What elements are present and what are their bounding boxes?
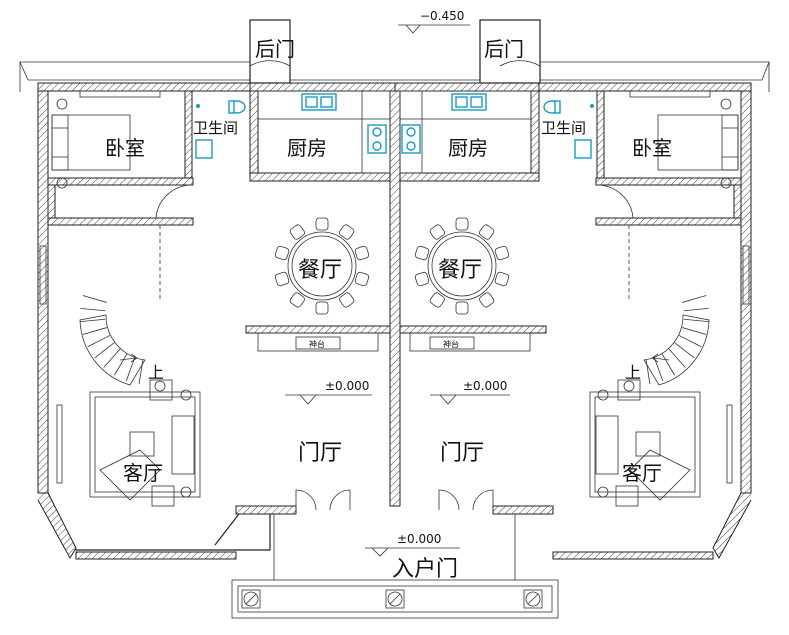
bedroom-right-label: 卧室: [632, 136, 672, 160]
level-right: ±0.000: [463, 379, 507, 393]
dining-chair: [274, 245, 290, 261]
dining-chair: [429, 224, 445, 240]
roof-outline: [19, 61, 770, 92]
dining-chair: [339, 292, 355, 308]
dining-chair: [339, 224, 355, 240]
back-door-right-label: 后门: [484, 37, 524, 61]
back-door-frames: [249, 19, 541, 84]
shrine-left: 神台: [257, 332, 379, 352]
column-right: [523, 589, 543, 609]
dining-chair: [429, 292, 445, 308]
stair-left: 上: [79, 225, 164, 386]
level-top: −0.450: [420, 9, 464, 23]
stair-left-up: 上: [148, 363, 164, 382]
dining-chair: [455, 217, 469, 231]
living-left-label: 客厅: [123, 461, 163, 485]
stair-right-up: 上: [625, 363, 641, 382]
dining-table-left: [274, 217, 370, 315]
dining-chair: [455, 301, 469, 315]
dining-chair: [289, 292, 305, 308]
dining-chair: [289, 224, 305, 240]
dining-table-right: [414, 217, 510, 315]
entry-doors[interactable]: [295, 489, 494, 511]
dining-chair: [494, 271, 510, 287]
foyer-left-label: 门厅: [298, 441, 342, 466]
dining-chair: [354, 245, 370, 261]
entry-door-label: 入户门: [392, 557, 458, 582]
back-door-left-label: 后门: [255, 37, 295, 61]
bedroom-right: 卧室: [629, 90, 739, 189]
dining-chair: [274, 271, 290, 287]
kitchen-left-label: 厨房: [287, 136, 327, 160]
dining-chair: [479, 292, 495, 308]
interior-walls: [47, 90, 742, 507]
exterior-walls: [37, 82, 752, 580]
shrine-left-label: 神台: [309, 339, 325, 349]
dining-right-label: 餐厅: [438, 258, 482, 283]
kitchen-right-label: 厨房: [448, 136, 488, 160]
bedroom-left: 卧室: [51, 90, 161, 189]
level-entry: ±0.000: [397, 532, 441, 546]
shrine-right: 神台: [409, 332, 531, 352]
dining-chair: [354, 271, 370, 287]
bathroom-left-label: 卫生间: [193, 119, 238, 137]
level-marker-top: −0.450: [398, 9, 470, 34]
dining-chair: [494, 245, 510, 261]
column-left: [241, 589, 261, 609]
level-left: ±0.000: [325, 379, 369, 393]
dining-chair: [414, 245, 430, 261]
kitchen-right: 厨房: [399, 90, 532, 174]
bathroom-right: 卫生间: [541, 100, 634, 219]
level-marker-right: ±0.000: [430, 379, 510, 405]
side-windows: [39, 245, 750, 484]
bedroom-left-label: 卧室: [105, 136, 145, 160]
dining-left-label: 餐厅: [298, 258, 342, 283]
dining-chair: [315, 301, 329, 315]
porch: [231, 579, 559, 619]
dining-chair: [414, 271, 430, 287]
shrine-right-label: 神台: [443, 339, 459, 349]
living-right-furniture: 客厅: [589, 379, 701, 507]
stair-right: 上: [625, 225, 710, 386]
kitchen-left: 厨房: [257, 90, 391, 174]
dining-chair: [479, 224, 495, 240]
column-center: [385, 589, 405, 609]
level-marker-left: ±0.000: [285, 379, 372, 405]
level-marker-entry: ±0.000: [365, 532, 460, 557]
bathroom-left: 卫生间: [155, 100, 246, 219]
living-left-furniture: 客厅: [89, 379, 201, 507]
foyer-right-label: 门厅: [440, 441, 484, 466]
bathroom-right-label: 卫生间: [541, 119, 586, 137]
dining-chair: [315, 217, 329, 231]
living-right-label: 客厅: [622, 461, 662, 485]
